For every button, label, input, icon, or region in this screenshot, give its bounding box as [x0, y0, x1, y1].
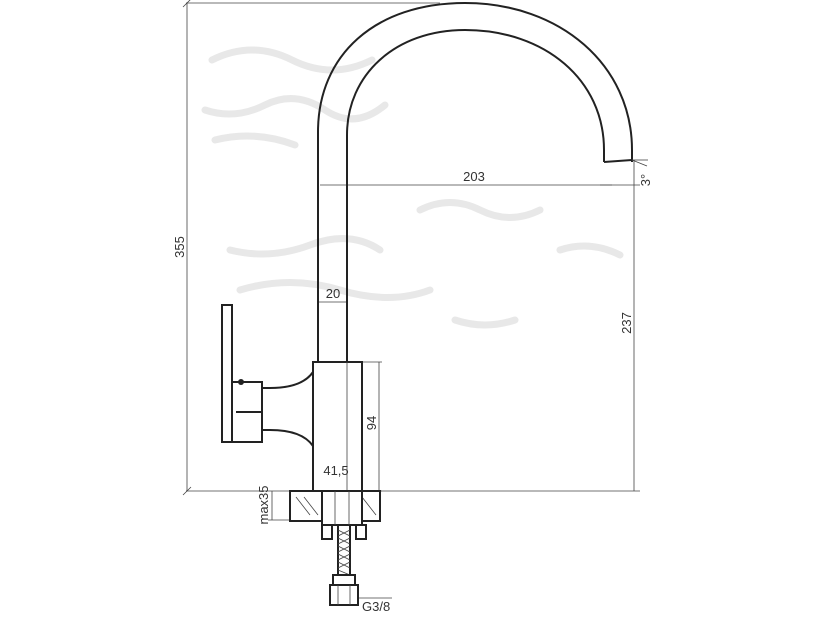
mounting-stud [321, 524, 367, 540]
label-spout-diameter: 20 [326, 286, 340, 301]
label-total-height: 355 [172, 236, 187, 258]
hose-connector-nut [329, 574, 359, 606]
label-spout-reach: 203 [463, 169, 485, 184]
spout [317, 1, 648, 362]
mounting-section [289, 490, 381, 526]
faucet-body [261, 361, 363, 492]
label-body-diameter: 41,5 [323, 463, 348, 478]
dimension-max35 [268, 491, 290, 521]
flexible-hose [337, 525, 351, 576]
label-body-height: 94 [364, 416, 379, 430]
label-outlet-height: 237 [619, 312, 634, 334]
dimension-355 [182, 0, 192, 496]
label-connection-thread: G3/8 [362, 599, 390, 614]
handle-screw-dot [238, 379, 244, 385]
label-outlet-angle: 3° [638, 174, 653, 186]
label-max-mount-thickness: max35 [256, 485, 271, 524]
lever-handle [221, 304, 263, 443]
background-watermark [201, 46, 624, 329]
